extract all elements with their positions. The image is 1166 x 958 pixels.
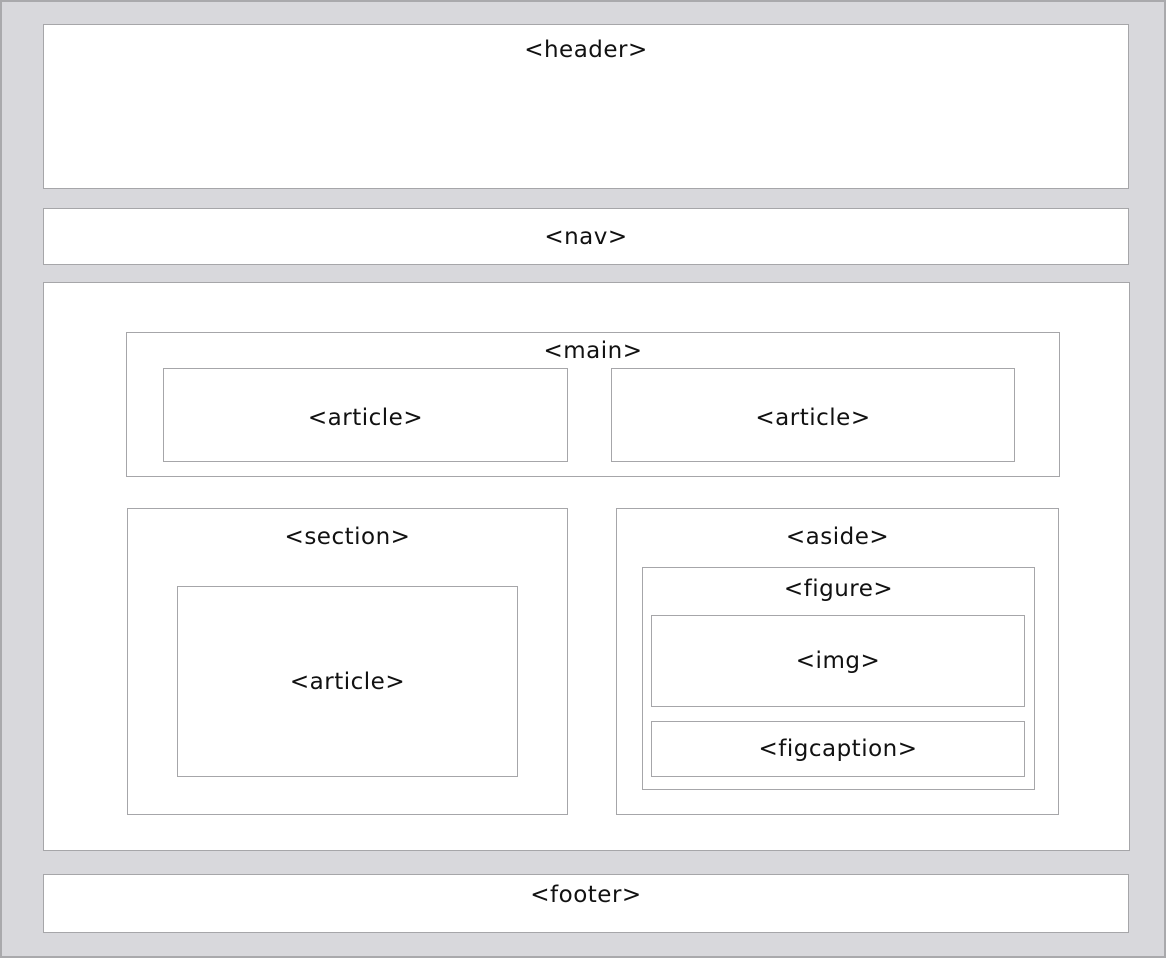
img-label: <img> [795,648,881,674]
section-box: <section> <article> [127,508,568,815]
main-box: <main> <article> <article> [126,332,1060,477]
nav-label: <nav> [544,223,628,250]
article-box-2: <article> [611,368,1015,462]
figure-label: <figure> [783,576,894,602]
figcaption-box: <figcaption> [651,721,1025,777]
header-box: <header> [43,24,1129,189]
section-article-label: <article> [289,668,406,695]
article-box-1: <article> [163,368,568,462]
section-article-box: <article> [177,586,518,777]
header-label: <header> [524,37,648,63]
aside-box: <aside> <figure> <img> <figcaption> [616,508,1059,815]
article-label-1: <article> [307,404,424,431]
figcaption-label: <figcaption> [758,736,918,762]
footer-label: <footer> [530,882,642,908]
main-label: <main> [543,338,643,364]
figure-box: <figure> <img> <figcaption> [642,567,1035,790]
img-box: <img> [651,615,1025,707]
section-label: <section> [284,524,411,550]
footer-box: <footer> [43,874,1129,933]
article-label-2: <article> [755,404,871,431]
nav-box: <nav> [43,208,1129,265]
aside-label: <aside> [785,524,890,550]
content-wrapper-box: <main> <article> <article> <section> <ar… [43,282,1130,851]
